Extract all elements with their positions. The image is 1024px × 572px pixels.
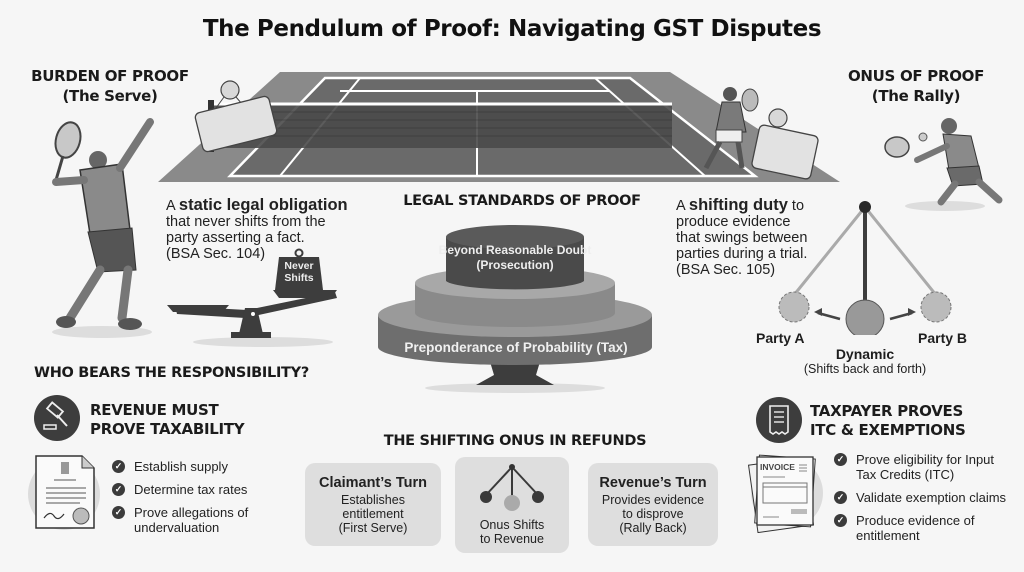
serve-sign: [194, 80, 278, 153]
revenue-title-line1: REVENUE MUST: [90, 401, 219, 419]
burden-description: A static legal obligation that never shi…: [166, 197, 366, 262]
onus-desc-line4: parties during a trial.: [676, 246, 808, 262]
taxpayer-item-text: Prove eligibility for Input Tax Credits …: [856, 452, 995, 482]
card-line: Onus Shifts: [479, 518, 545, 532]
refund-card-revenue: Revenue’s Turn Provides evidence to disp…: [588, 463, 718, 546]
taxpayer-title-line2: ITC & EXEMPTIONS: [810, 421, 966, 439]
tier-top-line1: Beyond Reasonable Doubt: [438, 243, 592, 257]
refund-card-shift: Onus Shifts to Revenue: [455, 457, 569, 553]
rally-sign: [751, 108, 819, 180]
responsibility-heading: WHO BEARS THE RESPONSIBILITY?: [34, 365, 309, 381]
taxpayer-item-text: Produce evidence of entitlement: [856, 513, 975, 543]
party-a-label: Party A: [756, 330, 805, 346]
revenue-item: ✓ Determine tax rates: [112, 482, 272, 497]
revenue-item: ✓ Prove allegations of undervaluation: [112, 505, 272, 535]
taxpayer-item: ✓ Prove eligibility for Input Tax Credits…: [834, 452, 1014, 482]
gavel-icon: [34, 395, 80, 441]
weight-label-1: Never: [284, 260, 314, 272]
revenue-item: ✓ Establish supply: [112, 459, 272, 474]
rally-player-illustration: [884, 118, 1003, 211]
tier-top: [446, 237, 584, 290]
card-line: to disprove: [622, 507, 684, 521]
burden-desc-bold: static legal obligation: [178, 196, 348, 214]
revenue-list: ✓ Establish supply ✓ Determine tax rates ✓…: [112, 459, 272, 543]
card-line: Provides evidence: [601, 493, 705, 507]
tier-top-label: Beyond Reasonable Doubt (Prosecution): [432, 243, 598, 273]
dynamic-sublabel: (Shifts back and forth): [803, 362, 927, 376]
burden-heading-line1: BURDEN OF PROOF: [31, 67, 189, 85]
check-icon: ✓: [834, 453, 847, 466]
check-icon: ✓: [834, 491, 847, 504]
onus-heading-line2: (The Rally): [871, 87, 961, 105]
revenue-item-text: Determine tax rates: [134, 482, 248, 497]
scale-icon: [167, 248, 337, 347]
card-line: entitlement: [342, 507, 404, 521]
card-line: (First Serve): [338, 521, 408, 535]
burden-desc-line3: party asserting a fact.: [166, 230, 305, 246]
burden-desc-line2: that never shifts from the: [166, 214, 326, 230]
onus-desc-line3: that swings between: [676, 230, 808, 246]
pendulum-ball-party-a: [778, 291, 810, 323]
taxpayer-title-line1: TAXPAYER PROVES: [810, 402, 963, 420]
revenue-title-line2: PROVE TAXABILITY: [90, 420, 245, 438]
refund-card-claimant: Claimant’s Turn Establishes entitlement …: [305, 463, 441, 546]
card-title: Revenue’s Turn: [599, 475, 707, 491]
onus-desc-bold: shifting duty: [688, 196, 788, 214]
check-icon: ✓: [112, 483, 125, 496]
official-document-icon: [28, 455, 100, 530]
onus-heading: ONUS OF PROOF (The Rally): [826, 66, 1006, 106]
onus-description: A shifting duty to produce evidence that…: [676, 197, 826, 278]
taxpayer-list: ✓ Prove eligibility for Input Tax Credits…: [834, 452, 1014, 551]
burden-heading: BURDEN OF PROOF (The Serve): [20, 66, 200, 106]
standards-tiered-cake: [378, 225, 652, 393]
burden-desc-prefix: A: [166, 198, 179, 214]
rally-player-center: [703, 87, 759, 170]
check-icon: ✓: [834, 514, 847, 527]
revenue-title: REVENUE MUST PROVE TAXABILITY: [90, 401, 245, 439]
card-line: Establishes: [341, 493, 405, 507]
balance-scale: Never Shifts: [165, 248, 345, 348]
taxpayer-item-text: Validate exemption claims: [856, 490, 1007, 505]
pendulum-ball-party-b: [920, 291, 952, 323]
onus-desc-ref: (BSA Sec. 105): [676, 262, 776, 278]
card-line: (Rally Back): [619, 521, 687, 535]
serving-player-illustration: [52, 118, 154, 338]
tennis-court-illustration: [158, 72, 840, 182]
card-line: to Revenue: [480, 532, 544, 546]
page-title: The Pendulum of Proof: Navigating GST Di…: [202, 16, 822, 42]
net: [212, 104, 672, 148]
taxpayer-item: ✓ Validate exemption claims: [834, 490, 1014, 505]
revenue-item-text: Prove allegations of undervaluation: [134, 505, 249, 535]
invoice-icon: INVOICE: [745, 453, 825, 534]
onus-desc-line2: produce evidence: [676, 214, 791, 230]
check-icon: ✓: [112, 506, 125, 519]
taxpayer-item: ✓ Produce evidence of entitlement: [834, 513, 1014, 543]
pendulum-ball-center: [845, 299, 885, 335]
dynamic-label: Dynamic: [835, 346, 895, 362]
burden-heading-line2: (The Serve): [62, 87, 158, 105]
refunds-heading: THE SHIFTING ONUS IN REFUNDS: [383, 433, 647, 449]
tier-bottom-label: Preponderance of Probability (Tax): [404, 340, 628, 355]
standards-heading: LEGAL STANDARDS OF PROOF: [403, 193, 641, 209]
tier-top-line2: (Prosecution): [476, 258, 554, 272]
burden-desc-ref: (BSA Sec. 104): [166, 246, 266, 262]
pendulum-pivot: [859, 201, 871, 213]
weight-label-2: Shifts: [284, 272, 314, 284]
mini-pendulum-icon: [480, 464, 544, 511]
card-title: Claimant’s Turn: [319, 475, 427, 491]
pendulum-diagram: [778, 201, 952, 335]
onus-desc-prefix: A: [676, 198, 689, 214]
receipt-icon: [756, 397, 802, 443]
onus-heading-line1: ONUS OF PROOF: [847, 67, 985, 85]
never-shifts-weight: Never Shifts: [277, 260, 321, 284]
onus-desc-suffix: to: [787, 198, 805, 214]
taxpayer-title: TAXPAYER PROVES ITC & EXEMPTIONS: [810, 402, 966, 440]
party-b-label: Party B: [918, 330, 968, 346]
check-icon: ✓: [112, 460, 125, 473]
invoice-label: INVOICE: [760, 462, 795, 472]
revenue-item-text: Establish supply: [134, 459, 228, 474]
